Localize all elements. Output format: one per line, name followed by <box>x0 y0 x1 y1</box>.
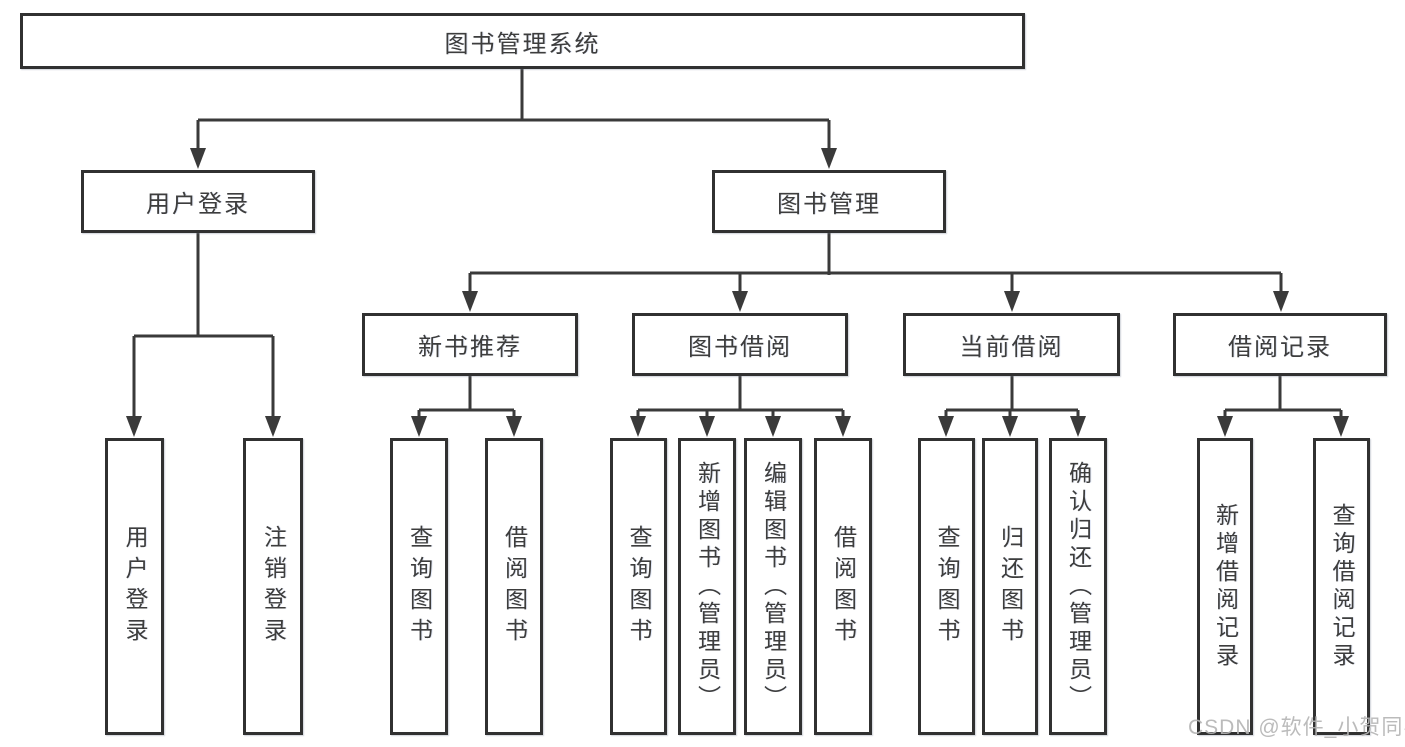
arrowhead-icon <box>821 148 837 169</box>
arrowhead-icon <box>1070 416 1086 437</box>
leaf-borrow-books-recommend: 借阅图书 <box>485 438 543 735</box>
leaf-confirm-return-admin: 确认归还（管理员） <box>1049 438 1107 735</box>
leaf-borrow-books-borrowing: 借阅图书 <box>814 438 872 735</box>
arrowhead-icon <box>1002 416 1018 437</box>
arrowhead-icon <box>835 416 851 437</box>
node-label: 编辑图书（管理员） <box>760 460 787 713</box>
leaf-add-book-admin: 新增图书（管理员） <box>678 438 736 735</box>
node-label: 归还图书 <box>997 524 1024 649</box>
arrowhead-icon <box>462 291 478 312</box>
arrowhead-icon <box>1333 416 1349 437</box>
node-library-system: 图书管理系统 <box>20 13 1025 69</box>
arrowhead-icon <box>190 148 206 169</box>
node-borrow-records: 借阅记录 <box>1173 313 1387 376</box>
node-label: 图书管理系统 <box>444 30 601 58</box>
node-label: 当前借阅 <box>959 334 1064 361</box>
node-label: 用户登录 <box>122 524 148 649</box>
node-label: 注销登录 <box>260 524 287 649</box>
node-label: 查询图书 <box>626 524 652 649</box>
arrowhead-icon <box>506 416 522 437</box>
arrowhead-icon <box>411 416 427 437</box>
leaf-query-books-borrowing: 查询图书 <box>610 438 667 735</box>
node-label: 查询借阅记录 <box>1329 502 1355 671</box>
arrowhead-icon <box>765 416 781 437</box>
node-label: 借阅图书 <box>501 524 528 649</box>
node-label: 图书借阅 <box>688 334 792 361</box>
node-book-borrowing: 图书借阅 <box>632 313 848 376</box>
leaf-return-books: 归还图书 <box>982 438 1038 735</box>
arrowhead-icon <box>732 291 748 312</box>
leaf-query-borrow-record: 查询借阅记录 <box>1313 438 1370 735</box>
node-user-login: 用户登录 <box>81 170 315 233</box>
node-label: 查询图书 <box>406 524 433 649</box>
arrowhead-icon <box>938 416 954 437</box>
arrowhead-icon <box>699 416 715 437</box>
node-label: 新书推荐 <box>418 334 522 361</box>
leaf-add-borrow-record: 新增借阅记录 <box>1197 438 1253 735</box>
leaf-edit-book-admin: 编辑图书（管理员） <box>744 438 802 735</box>
leaf-logout: 注销登录 <box>243 438 303 735</box>
node-label: 借阅图书 <box>830 524 857 649</box>
node-label: 确认归还（管理员） <box>1065 460 1092 713</box>
arrowhead-icon <box>1273 291 1289 312</box>
node-label: 用户登录 <box>146 191 250 218</box>
node-current-borrowing: 当前借阅 <box>903 313 1120 376</box>
leaf-user-login: 用户登录 <box>105 438 164 735</box>
csdn-watermark: CSDN @软件_小贺同学 <box>1188 716 1405 739</box>
arrowhead-icon <box>265 416 281 437</box>
node-label: 新增借阅记录 <box>1212 502 1239 671</box>
arrowhead-icon <box>630 416 646 437</box>
node-book-management: 图书管理 <box>712 170 946 233</box>
leaf-query-books-current: 查询图书 <box>918 438 975 735</box>
node-new-book-recommend: 新书推荐 <box>362 313 578 376</box>
node-label: 图书管理 <box>777 191 881 218</box>
leaf-query-books-recommend: 查询图书 <box>390 438 448 735</box>
arrowhead-icon <box>1004 291 1020 312</box>
node-label: 新增图书（管理员） <box>694 460 721 713</box>
arrowhead-icon <box>126 416 142 437</box>
arrowhead-icon <box>1217 416 1233 437</box>
node-label: 查询图书 <box>934 524 960 649</box>
node-label: 借阅记录 <box>1228 334 1332 361</box>
